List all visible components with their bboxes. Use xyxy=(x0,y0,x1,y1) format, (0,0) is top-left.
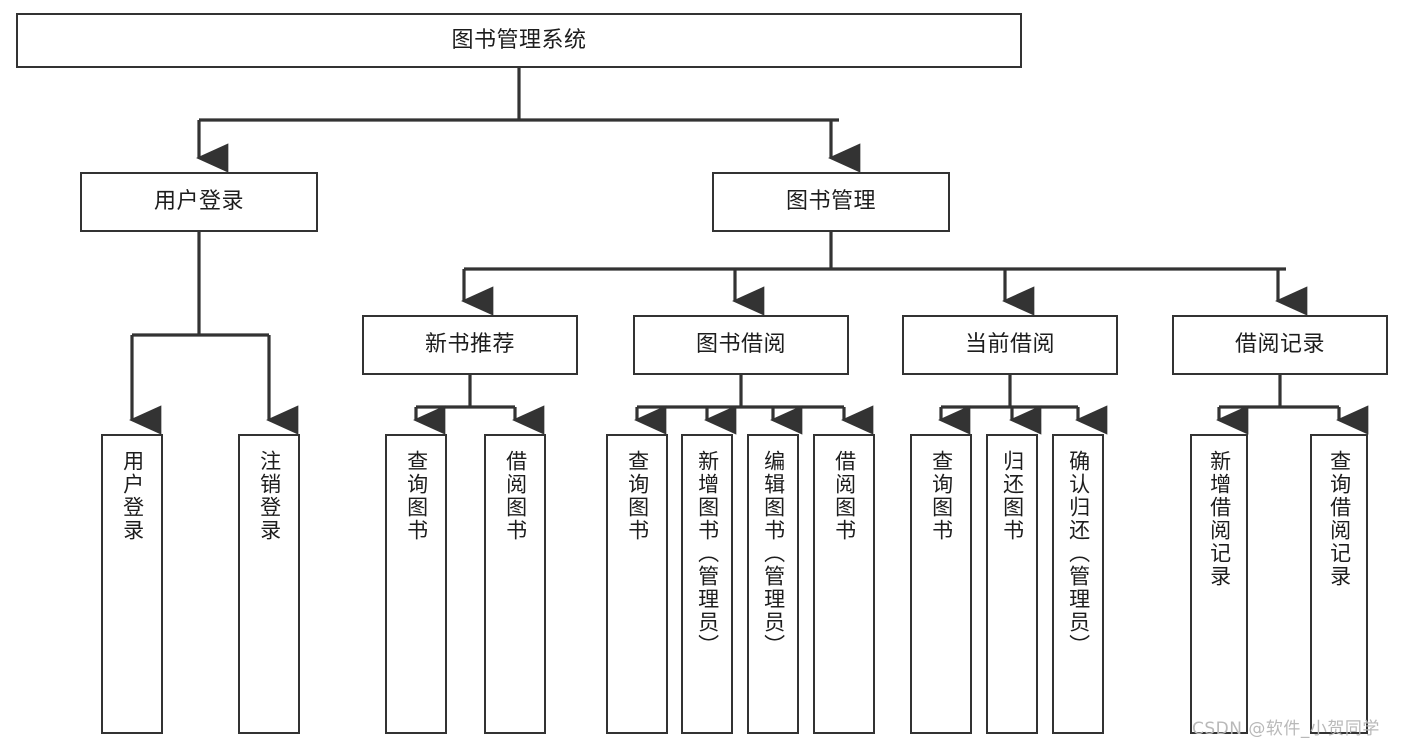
node-leaf-query-book-current-label: 查询图书 xyxy=(929,450,954,542)
node-new-book-recommend[interactable]: 新书推荐 xyxy=(362,315,578,375)
node-borrow-record[interactable]: 借阅记录 xyxy=(1172,315,1388,375)
node-leaf-add-book-admin[interactable]: 新增图书（管理员） xyxy=(681,434,733,734)
node-current-borrow-label: 当前借阅 xyxy=(964,332,1055,358)
node-current-borrow[interactable]: 当前借阅 xyxy=(902,315,1118,375)
node-leaf-query-book-borrow[interactable]: 查询图书 xyxy=(606,434,668,734)
node-leaf-logout[interactable]: 注销登录 xyxy=(238,434,300,734)
node-leaf-borrow-book[interactable]: 借阅图书 xyxy=(813,434,875,734)
node-root-label: 图书管理系统 xyxy=(451,27,587,53)
node-leaf-query-borrow-record[interactable]: 查询借阅记录 xyxy=(1310,434,1368,734)
node-leaf-add-book-admin-label: 新增图书（管理员） xyxy=(695,450,720,657)
node-book-management-label: 图书管理 xyxy=(785,189,876,215)
node-user-login[interactable]: 用户登录 xyxy=(80,172,318,232)
node-leaf-borrow-book-recommend-label: 借阅图书 xyxy=(503,450,528,542)
node-leaf-user-login[interactable]: 用户登录 xyxy=(101,434,163,734)
node-root[interactable]: 图书管理系统 xyxy=(16,13,1022,68)
node-user-login-label: 用户登录 xyxy=(153,189,244,215)
node-leaf-confirm-return-admin[interactable]: 确认归还（管理员） xyxy=(1052,434,1104,734)
node-leaf-edit-book-admin[interactable]: 编辑图书（管理员） xyxy=(747,434,799,734)
node-leaf-confirm-return-admin-label: 确认归还（管理员） xyxy=(1066,450,1091,657)
node-leaf-query-book-recommend-label: 查询图书 xyxy=(404,450,429,542)
node-leaf-return-book[interactable]: 归还图书 xyxy=(986,434,1038,734)
node-book-borrow-label: 图书借阅 xyxy=(695,332,786,358)
node-leaf-add-borrow-record[interactable]: 新增借阅记录 xyxy=(1190,434,1248,734)
node-leaf-query-book-current[interactable]: 查询图书 xyxy=(910,434,972,734)
node-leaf-logout-label: 注销登录 xyxy=(257,450,282,542)
node-leaf-add-borrow-record-label: 新增借阅记录 xyxy=(1207,450,1232,588)
node-leaf-edit-book-admin-label: 编辑图书（管理员） xyxy=(761,450,786,657)
node-book-management[interactable]: 图书管理 xyxy=(712,172,950,232)
node-leaf-query-borrow-record-label: 查询借阅记录 xyxy=(1327,450,1352,588)
node-leaf-borrow-book-label: 借阅图书 xyxy=(832,450,857,542)
node-leaf-query-book-recommend[interactable]: 查询图书 xyxy=(385,434,447,734)
node-leaf-return-book-label: 归还图书 xyxy=(1000,450,1025,542)
node-leaf-query-book-borrow-label: 查询图书 xyxy=(625,450,650,542)
node-book-borrow[interactable]: 图书借阅 xyxy=(633,315,849,375)
node-borrow-record-label: 借阅记录 xyxy=(1234,332,1325,358)
node-leaf-borrow-book-recommend[interactable]: 借阅图书 xyxy=(484,434,546,734)
node-leaf-user-login-label: 用户登录 xyxy=(120,450,145,542)
node-new-book-recommend-label: 新书推荐 xyxy=(424,332,515,358)
csdn-watermark: CSDN @软件_小贺同学 xyxy=(1192,719,1380,739)
